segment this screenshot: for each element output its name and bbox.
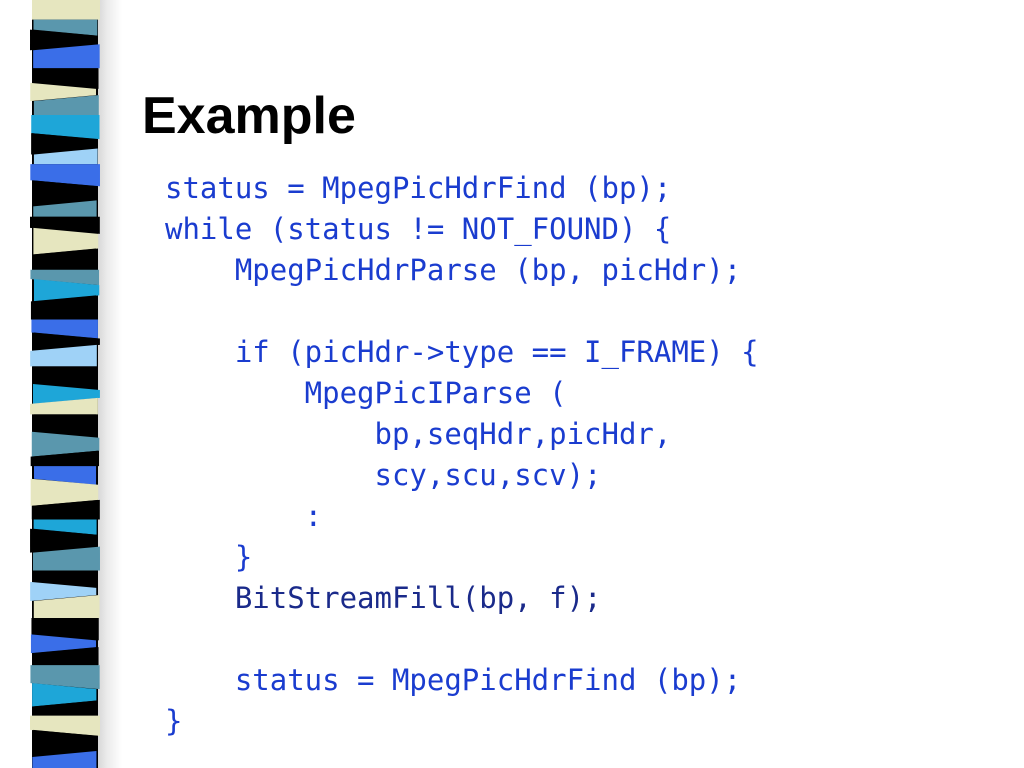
strip-band-cream — [30, 82, 97, 102]
code-line: while (status != NOT_FOUND) { — [165, 212, 672, 246]
strip-band-cyan — [32, 383, 100, 404]
strip-band-black — [31, 617, 99, 641]
slide-title: Example — [142, 87, 356, 145]
code-block: status = MpegPicHdrFind (bp); while (sta… — [165, 168, 759, 742]
code-line: } — [165, 704, 183, 738]
strip-band-black — [32, 180, 98, 207]
strip-band-blue — [31, 319, 98, 339]
code-line: scy,scu,scv); — [165, 458, 602, 492]
strip-band-black — [33, 729, 98, 757]
code-line: status = MpegPicHdrFind (bp); — [165, 663, 742, 697]
strip-band-teal — [33, 200, 97, 217]
strip-band-black — [31, 499, 100, 520]
strip-band-black — [33, 700, 98, 716]
strip-band-blue — [30, 634, 97, 654]
strip-band-cream — [30, 478, 99, 506]
strip-band-black — [32, 248, 97, 270]
strip-band-blue — [33, 44, 100, 69]
strip-band-black — [30, 29, 97, 51]
code-line: if (picHdr->type == I_FRAME) { — [165, 335, 759, 369]
strip-band-black — [30, 528, 98, 553]
code-line: bp,seqHdr,picHdr, — [165, 417, 672, 451]
strip-band-black — [32, 366, 97, 390]
strip-band-cream — [30, 715, 100, 736]
decorative-strip — [30, 0, 100, 768]
code-line: : — [165, 499, 323, 533]
strip-band-black — [33, 647, 99, 666]
strip-band-cream — [33, 227, 99, 255]
code-line: MpegPicIParse ( — [165, 376, 567, 410]
strip-band-black — [31, 133, 97, 155]
code-line: status = MpegPicHdrFind (bp); — [165, 171, 672, 205]
strip-band-cyan — [33, 519, 97, 535]
strip-band-sky — [30, 344, 97, 367]
code-line-blank — [165, 619, 759, 660]
strip-band-blue — [33, 466, 97, 485]
strip-band-black — [30, 450, 100, 467]
strip-band-cream — [33, 595, 100, 618]
strip-band-black — [32, 68, 99, 89]
strip-band-teal — [30, 269, 100, 286]
strip-band-cyan — [33, 279, 100, 302]
strip-band-cyan — [31, 115, 100, 140]
strip-band-sky — [33, 148, 98, 165]
strip-shadow — [96, 0, 122, 768]
strip-band-cyan — [32, 683, 97, 707]
strip-band-black — [30, 216, 100, 234]
strip-band-sky — [30, 581, 97, 602]
strip-band-teal — [33, 95, 99, 116]
code-line-blank — [165, 291, 759, 332]
strip-band-blue — [32, 750, 97, 768]
code-line: MpegPicHdrParse (bp, picHdr); — [165, 253, 742, 287]
strip-band-teal — [31, 431, 100, 457]
strip-band-black — [30, 295, 97, 320]
strip-band-blue — [30, 164, 100, 187]
code-line: BitStreamFill(bp, f); — [165, 581, 602, 615]
strip-band-teal — [30, 665, 100, 690]
code-line: } — [165, 540, 253, 574]
strip-band-teal — [32, 546, 100, 571]
strip-band-black — [32, 570, 98, 588]
strip-band-teal — [33, 19, 98, 36]
strip-band-black — [33, 414, 97, 438]
strip-band-cream — [32, 0, 100, 20]
strip-band-cream — [30, 397, 98, 415]
